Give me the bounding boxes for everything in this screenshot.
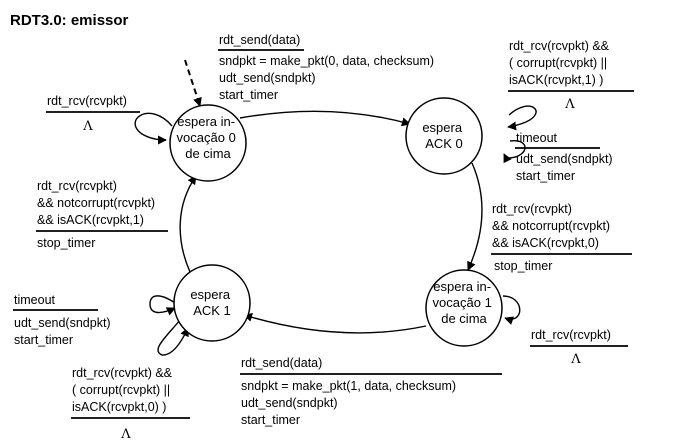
event-text: ( corrupt(rcvpkt) || [72, 383, 170, 397]
edge-s1-s2 [467, 162, 483, 271]
state-label: espera ACK 0 [422, 120, 465, 151]
state-line: vocação 1 [433, 295, 492, 310]
state-wait-call-1: espera in- vocação 1 de cima [425, 269, 503, 347]
action-text: udt_send(sndpkt) [219, 71, 316, 85]
action-text: udt_send(sndpkt) [14, 316, 111, 330]
edge-s3-s0 [179, 175, 197, 273]
initial-arrow [184, 59, 202, 107]
event-text: rdt_send(data) [241, 356, 322, 370]
event-text: rdt_rcv(rcvpkt) && [72, 366, 173, 380]
action-text: start_timer [219, 88, 278, 102]
state-line: espera [422, 120, 463, 135]
event-text: isACK(rcvpkt,1) ) [509, 73, 603, 87]
state-line: ACK 1 [193, 303, 231, 318]
state-wait-ack-0: espera ACK 0 [405, 97, 483, 175]
state-label: espera in- vocação 1 de cima [433, 279, 496, 326]
action-text: stop_timer [37, 236, 95, 250]
label-loop-s3-timeout: timeout udt_send(sndpkt) start_timer [13, 293, 111, 347]
action-text: udt_send(sndpkt) [516, 152, 613, 166]
action-text: stop_timer [494, 259, 552, 273]
edge-s0-s1 [239, 110, 411, 127]
event-text: rdt_rcv(rcvpkt) [492, 202, 572, 216]
state-line: ACK 0 [425, 136, 463, 151]
loop-s2 [502, 295, 521, 325]
state-line: de cima [185, 146, 231, 161]
action-text: start_timer [241, 413, 300, 427]
event-text: && isACK(rcvpkt,0) [492, 236, 599, 250]
lambda-symbol: Λ [564, 97, 575, 112]
event-text: rdt_send(data) [219, 33, 300, 47]
event-text: && isACK(rcvpkt,1) [37, 213, 144, 227]
lambda-symbol: Λ [120, 427, 131, 442]
event-text: timeout [14, 293, 56, 307]
label-loop-s2: rdt_rcv(rcvpkt) Λ [530, 328, 628, 367]
state-label: espera in- vocação 0 de cima [177, 114, 240, 161]
action-text: udt_send(sndpkt) [241, 396, 338, 410]
action-text: sndpkt = make_pkt(1, data, checksum) [241, 379, 456, 393]
event-text: timeout [516, 131, 558, 145]
label-loop-s0: rdt_rcv(rcvpkt) Λ [46, 94, 140, 134]
label-s2-s3: rdt_send(data) sndpkt = make_pkt(1, data… [240, 356, 502, 427]
action-text: start_timer [14, 333, 73, 347]
action-text: sndpkt = make_pkt(0, data, checksum) [219, 54, 434, 68]
lambda-symbol: Λ [570, 352, 581, 367]
label-loop-s1-corrupt: rdt_rcv(rcvpkt) && ( corrupt(rcvpkt) || … [508, 39, 634, 112]
diagram-title: RDT3.0: emissor [10, 12, 129, 29]
loop-s1-corrupt [507, 105, 537, 131]
label-s1-s2: rdt_rcv(rcvpkt) && notcorrupt(rcvpkt) &&… [491, 202, 632, 273]
loop-s3-corrupt [157, 319, 189, 356]
label-loop-s1-timeout: timeout udt_send(sndpkt) start_timer [515, 131, 613, 183]
event-text: isACK(rcvpkt,0) ) [72, 400, 166, 414]
state-line: de cima [441, 311, 487, 326]
loop-s3-timeout [149, 295, 179, 316]
event-text: && notcorrupt(rcvpkt) [37, 196, 155, 210]
state-line: vocação 0 [177, 130, 236, 145]
loop-s0 [134, 112, 173, 145]
state-line: espera in- [433, 279, 491, 294]
state-wait-call-0: espera in- vocação 0 de cima [169, 104, 247, 182]
lambda-symbol: Λ [82, 119, 93, 134]
event-text: rdt_rcv(rcvpkt) && [509, 39, 610, 53]
event-text: rdt_rcv(rcvpkt) [531, 328, 611, 342]
label-loop-s3-corrupt: rdt_rcv(rcvpkt) && ( corrupt(rcvpkt) || … [71, 366, 190, 442]
state-line: espera [190, 287, 231, 302]
action-text: start_timer [516, 169, 575, 183]
event-text: && notcorrupt(rcvpkt) [492, 219, 610, 233]
label-s3-s0: rdt_rcv(rcvpkt) && notcorrupt(rcvpkt) &&… [36, 179, 168, 250]
edge-s2-s3 [243, 313, 427, 334]
state-wait-ack-1: espera ACK 1 [173, 264, 251, 342]
state-line: espera in- [177, 114, 235, 129]
state-label: espera ACK 1 [190, 287, 233, 318]
label-s0-s1: rdt_send(data) sndpkt = make_pkt(0, data… [218, 33, 434, 102]
event-text: rdt_rcv(rcvpkt) [47, 94, 127, 108]
event-text: rdt_rcv(rcvpkt) [37, 179, 117, 193]
loop-s1-timeout [503, 140, 526, 164]
event-text: ( corrupt(rcvpkt) || [509, 56, 607, 70]
